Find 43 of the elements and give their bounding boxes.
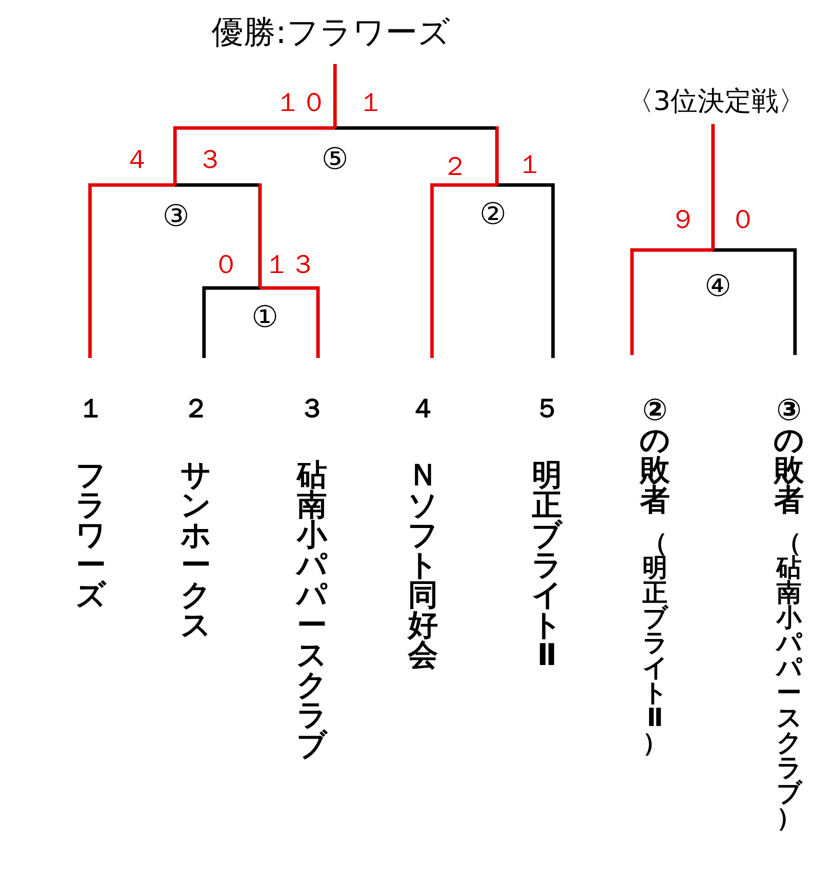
match-number: ② [477, 188, 509, 230]
team-name: サンホークス [180, 461, 212, 641]
score-label: １０ [275, 90, 327, 116]
match-number: ① [249, 290, 281, 333]
bracket-line [175, 183, 262, 288]
seed-number: ２ [183, 396, 209, 422]
team-name: Ｎソフト同好会 [408, 461, 438, 671]
team-note: （砧南小パパースクラブ） [776, 530, 802, 830]
score-label: １ [517, 152, 543, 178]
bracket-line [430, 183, 497, 358]
match-number: ③ [160, 188, 192, 232]
team-note: （明正ブライトⅡ） [642, 530, 668, 755]
match-number: ④ [702, 252, 734, 302]
bracket-line [713, 248, 797, 355]
team-name: 砧南小パパースクラブ [296, 461, 328, 761]
bracket-line [711, 124, 715, 250]
bracket-line [260, 286, 320, 358]
heading: 〈3位決定戦〉 [626, 88, 806, 115]
score-label: ０ [730, 207, 756, 233]
score-label: ４ [124, 147, 150, 173]
bracket-line [333, 64, 337, 128]
score-label: １ [358, 90, 384, 116]
seed-number: ５ [534, 396, 560, 422]
bracket-line [630, 248, 713, 355]
score-label: ２ [442, 154, 468, 180]
bracket-line [173, 126, 335, 185]
seed-number: １ [78, 396, 104, 422]
seed-number: ３ [299, 396, 325, 422]
score-label: １３ [264, 252, 316, 278]
bracket-line [88, 183, 175, 358]
bracket-line [497, 183, 555, 358]
winner-heading: 優勝:フラワーズ [212, 16, 450, 48]
score-label: ０ [213, 252, 239, 278]
team-name: ③の敗者 [774, 396, 804, 516]
bracket-line [335, 126, 499, 185]
seed-number: ４ [410, 396, 436, 422]
match-number: ⑤ [319, 130, 351, 175]
bracket-line [202, 286, 260, 358]
team-name: 明正ブライトⅡ [532, 461, 562, 671]
score-label: ３ [197, 147, 223, 173]
score-label: ９ [670, 207, 696, 233]
team-name: フラワーズ [76, 461, 106, 611]
team-name: ②の敗者 [640, 396, 670, 516]
